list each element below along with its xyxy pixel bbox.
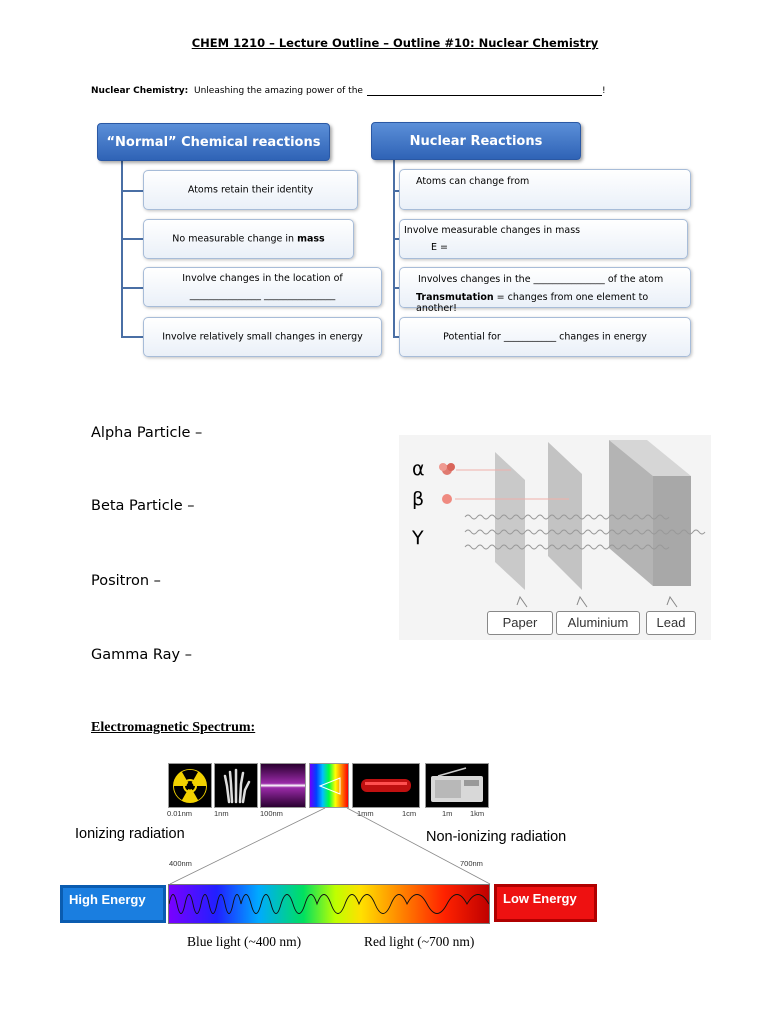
tick-label: 1nm xyxy=(214,809,229,818)
paper-label: Paper xyxy=(487,611,553,635)
beta-symbol: β xyxy=(412,488,425,510)
nuclear-reactions-header: Nuclear Reactions xyxy=(371,122,581,160)
tick-label: 1cm xyxy=(402,809,417,818)
normal-item-mass: No measurable change in mass xyxy=(143,219,354,259)
gamma-ray-label: Gamma Ray – xyxy=(91,647,192,663)
xray-hand-icon xyxy=(214,763,258,808)
alpha-particle-icon xyxy=(439,463,447,471)
blue-light-label: Blue light (~400 nm) xyxy=(187,934,302,949)
alpha-symbol: α xyxy=(412,458,425,480)
radiation-icon xyxy=(168,763,212,808)
normal-item-energy: Involve relatively small changes in ener… xyxy=(143,317,382,357)
lead-front xyxy=(653,476,691,586)
normal-reactions-header: “Normal” Chemical reactions xyxy=(97,123,330,161)
intro-text: Unleashing the amazing power of the xyxy=(194,86,363,96)
left-branch xyxy=(121,336,143,338)
uv-light-icon xyxy=(260,763,306,808)
visible-prism-icon xyxy=(309,763,349,808)
nuclear-item-mass: Involve measurable changes in mass E = xyxy=(399,219,688,259)
left-branch xyxy=(121,287,143,289)
low-energy-box: Low Energy xyxy=(494,884,597,922)
penetration-figure xyxy=(439,440,706,608)
nuclear-item-change: Atoms can change from xyxy=(399,169,691,210)
nonionizing-label: Non-ionizing radiation xyxy=(426,829,567,845)
aluminium-callout xyxy=(576,595,588,608)
tick-label: 100nm xyxy=(260,809,283,818)
tick-label: 1km xyxy=(470,809,485,818)
left-connector xyxy=(121,160,123,338)
nm700-label: 700nm xyxy=(460,859,483,868)
tick-label: 1m xyxy=(442,809,453,818)
paper-callout xyxy=(516,595,528,608)
gamma-wave xyxy=(464,514,670,520)
intro-blank xyxy=(366,85,602,96)
penetration-diagram: α β Υ Paper Aluminium Lead xyxy=(399,435,711,640)
nuclear-item-transmutation: Involves changes in the _______________ … xyxy=(399,267,691,314)
infrared-heater-icon xyxy=(352,763,420,808)
right-branch xyxy=(393,287,400,289)
beta-particle-label: Beta Particle – xyxy=(91,498,195,514)
left-branch xyxy=(121,190,143,192)
radio-icon xyxy=(425,763,489,808)
gamma-wave xyxy=(464,544,670,550)
right-connector xyxy=(393,160,395,338)
right-branch xyxy=(393,336,400,338)
right-branch xyxy=(393,238,400,240)
aluminium-sheet xyxy=(548,442,582,590)
gamma-symbol: Υ xyxy=(412,527,424,549)
aluminium-label: Aluminium xyxy=(556,611,640,635)
gamma-wave xyxy=(464,529,706,535)
right-branch xyxy=(393,190,400,192)
intro-line: Nuclear Chemistry: Unleashing the amazin… xyxy=(91,85,606,96)
intro-end: ! xyxy=(601,86,606,96)
wave-overlay xyxy=(168,894,490,914)
nuclear-item-energy: Potential for ___________ changes in ene… xyxy=(399,317,691,357)
lead-label: Lead xyxy=(646,611,696,635)
high-energy-label: High Energy xyxy=(69,892,146,907)
lead-callout xyxy=(666,595,678,608)
nm400-label: 400nm xyxy=(169,859,192,868)
normal-item-location: Involve changes in the location of _____… xyxy=(143,267,382,307)
alpha-particle-icon xyxy=(447,463,455,471)
visible-spectrum-bar xyxy=(168,884,490,924)
positron-label: Positron – xyxy=(91,573,161,589)
page-title: CHEM 1210 – Lecture Outline – Outline #1… xyxy=(191,36,599,50)
red-light-label: Red light (~700 nm) xyxy=(364,934,475,949)
paper-sheet xyxy=(495,452,525,590)
tick-label: 1mm xyxy=(357,809,374,818)
alpha-particle-label: Alpha Particle – xyxy=(91,425,203,441)
em-spectrum-title: Electromagnetic Spectrum: xyxy=(91,720,256,735)
lead-top xyxy=(609,440,691,476)
tick-label: 0.01nm xyxy=(167,809,193,818)
beta-particle-icon xyxy=(442,494,452,504)
high-energy-box: High Energy xyxy=(60,885,166,923)
left-branch xyxy=(121,238,143,240)
normal-item-identity: Atoms retain their identity xyxy=(143,170,358,210)
intro-bold: Nuclear Chemistry: xyxy=(91,86,189,96)
low-energy-label: Low Energy xyxy=(503,891,577,906)
ionizing-label: Ionizing radiation xyxy=(75,826,185,842)
